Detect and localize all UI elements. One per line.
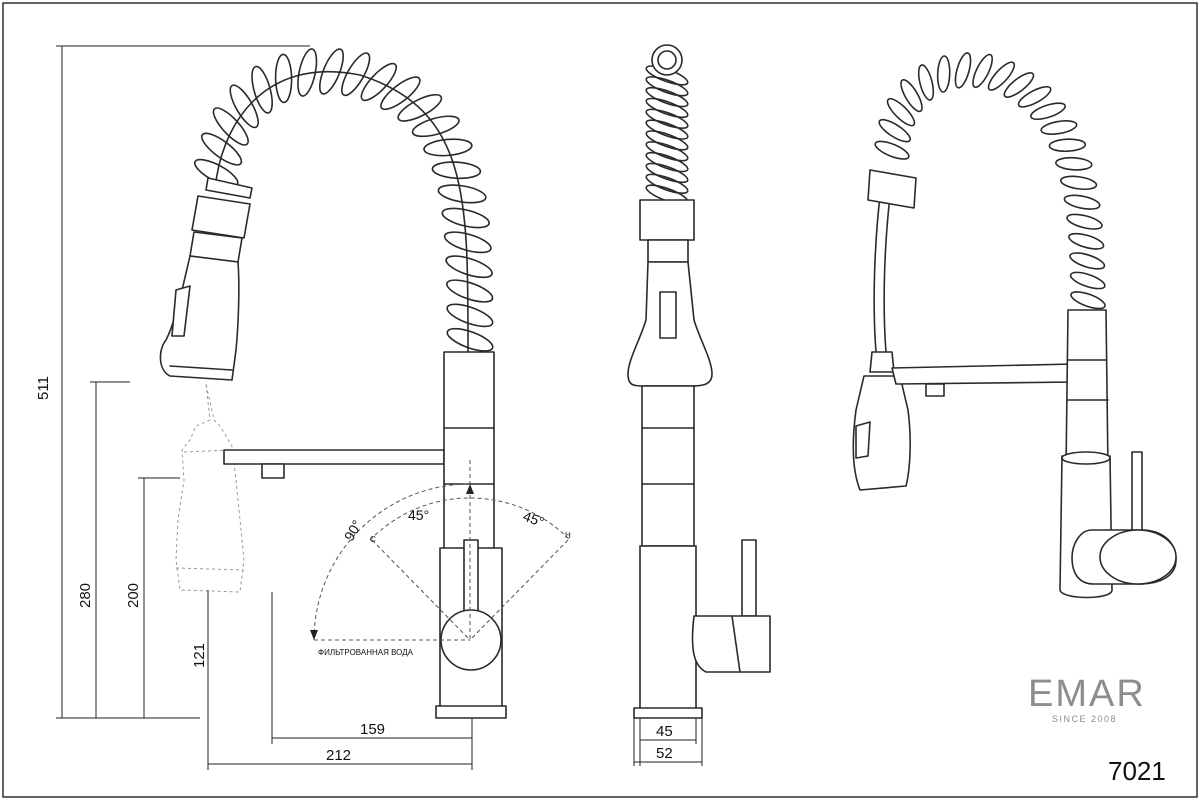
angle-90-label: 90° (341, 517, 365, 543)
angle-45-left-label: 45° (408, 507, 429, 523)
dimension-lines: 511 280 200 121 159 212 (35, 45, 473, 770)
spray-hose-perspective (873, 195, 881, 353)
coil-loop (1069, 252, 1106, 270)
holder-arm-front (223, 449, 445, 465)
dim-height-pullout: 200 (125, 583, 142, 608)
coil-loop (645, 130, 689, 151)
coil-loop (1066, 213, 1103, 230)
coil-loop (645, 162, 689, 184)
coil-loop (297, 48, 318, 97)
coil-loop (437, 184, 487, 204)
dim-reach-spout: 159 (360, 721, 385, 738)
coil-loop (380, 76, 421, 111)
coil-loop (874, 140, 910, 160)
coil-loop (645, 173, 689, 195)
dim-base-outer: 52 (656, 745, 673, 762)
spray-connector-side (639, 199, 695, 241)
coil-loop (360, 62, 398, 102)
coil-loop (1069, 271, 1106, 290)
dim-height-total: 511 (35, 376, 52, 400)
coil-loop (446, 279, 494, 303)
filtered-water-label: ФИЛЬТРОВАННАЯ ВОДА (318, 648, 414, 657)
coil-loop (972, 53, 993, 89)
coil-loop (411, 115, 460, 138)
pulled-spray-ghost (175, 383, 245, 593)
perspective-view (852, 52, 1177, 599)
coil-loop (1059, 175, 1098, 191)
spray-head-perspective (852, 375, 911, 491)
coil-loop (1068, 232, 1105, 250)
angle-45-right-label: 45° (521, 508, 546, 530)
front-view: 90° 45° 45° C H ФИЛЬТРОВАННАЯ ВОДА (159, 48, 571, 719)
coil-loop (1030, 102, 1066, 121)
coil-loop (341, 52, 371, 97)
spray-head-front (159, 255, 240, 381)
coil-loop (274, 53, 293, 104)
dim-height-handle: 121 (191, 643, 208, 668)
coil-loop (397, 93, 443, 122)
coil-loop (645, 86, 689, 108)
coil-loop (645, 119, 689, 140)
coil-loop (1063, 194, 1101, 210)
coil-loop (1070, 291, 1106, 310)
coil-loop (878, 118, 911, 143)
column-body-side (641, 385, 695, 547)
cold-label: C (370, 535, 376, 544)
holder-arm-perspective (891, 363, 1091, 385)
coil-loop (900, 79, 923, 113)
coil-loop (441, 207, 490, 229)
coil-loop (645, 151, 689, 173)
coil-loop (200, 132, 243, 166)
dim-reach-total: 212 (326, 747, 351, 764)
handle-side (691, 615, 771, 673)
spray-connector (191, 195, 251, 239)
coil-loop (936, 55, 951, 93)
coil-loop (1017, 85, 1052, 108)
dim-height-spout: 280 (77, 583, 94, 608)
dim-base-inner: 45 (656, 723, 673, 740)
coil-loop (251, 65, 273, 114)
coil-loop (1040, 120, 1078, 135)
coil-loop (318, 48, 345, 95)
coil-loop (212, 107, 249, 146)
coil-loop (443, 231, 492, 254)
spray-hose-front (214, 70, 469, 353)
spray-button (171, 285, 191, 337)
faucet-body-side (639, 545, 697, 711)
brand-logo: EMAR SINCE 2008 (1028, 673, 1146, 724)
coil-loop (954, 52, 972, 89)
brand-slogan: SINCE 2008 (1052, 714, 1117, 724)
coil-loop (1003, 72, 1035, 98)
brand-logo-text: EMAR (1028, 673, 1146, 715)
base-plate-front (435, 705, 507, 719)
spray-collar (205, 177, 253, 199)
base-plate-side (633, 707, 703, 719)
coil-loop (645, 108, 689, 130)
spring-coil-perspective (874, 52, 1106, 310)
column-body-front (443, 351, 495, 551)
coil-loop (229, 84, 259, 129)
coil-loop (886, 98, 916, 127)
coil-loop (446, 303, 494, 328)
coil-loop (431, 161, 482, 180)
hot-label: H (565, 531, 571, 540)
coil-loop (1048, 138, 1087, 153)
coil-loop (445, 255, 493, 279)
coil-loop (1055, 156, 1093, 171)
coil-loop (987, 61, 1016, 91)
coil-loop (446, 327, 494, 352)
coil-loop (423, 138, 473, 157)
coil-loop (645, 141, 689, 162)
spring-coil-side (645, 65, 689, 205)
side-view: 45 52 (627, 44, 771, 766)
model-number: 7021 (1108, 756, 1166, 786)
column-perspective (1065, 309, 1109, 471)
coil-loop (917, 64, 935, 101)
coil-loop (645, 76, 689, 97)
coil-loop (645, 97, 689, 119)
